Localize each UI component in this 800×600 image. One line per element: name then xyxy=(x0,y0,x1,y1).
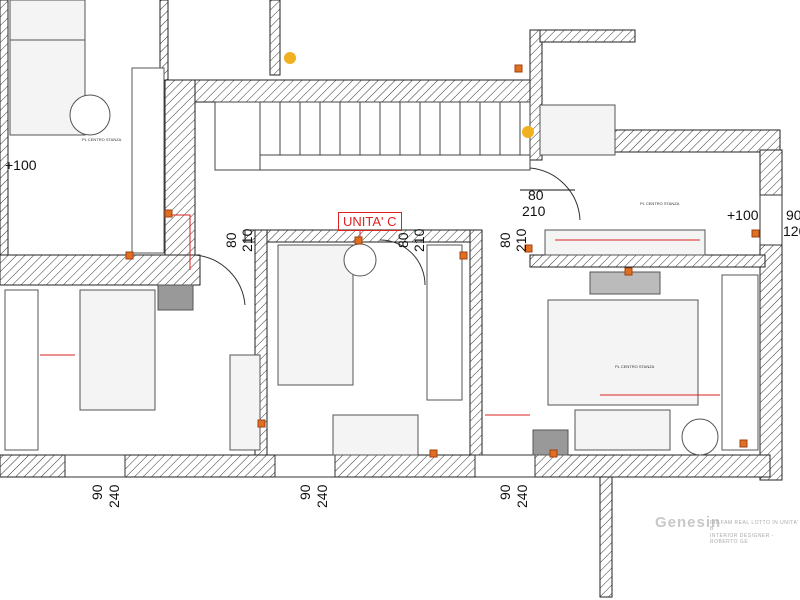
furniture xyxy=(4,0,759,456)
room-note: PL CENTRO STANZA xyxy=(640,201,680,206)
window-width: 90 xyxy=(297,484,313,500)
electrical-lines xyxy=(40,214,720,416)
title-block-line1: RIF.FAM REAL LOTTO IN UNITA' B xyxy=(710,520,799,532)
windows xyxy=(64,194,783,478)
room-note: PL CENTRO STANZA xyxy=(82,137,122,142)
bath-door-width: 80 xyxy=(528,187,544,203)
window-height: 240 xyxy=(106,484,122,508)
door-width: 80 xyxy=(497,232,513,248)
door-height: 210 xyxy=(239,228,255,252)
height-label-right: +100 xyxy=(727,207,759,223)
bath-door-height: 210 xyxy=(522,203,546,219)
door-width: 80 xyxy=(223,232,239,248)
outlets xyxy=(125,64,760,458)
doors xyxy=(194,167,581,306)
window-height: 240 xyxy=(314,484,330,508)
door-width: 80 xyxy=(395,232,411,248)
window-width: 90 xyxy=(497,484,513,500)
window-width: 90 xyxy=(89,484,105,500)
light-fixture xyxy=(284,52,296,64)
door-height: 210 xyxy=(411,228,427,252)
window-height-label: 120 xyxy=(783,223,800,239)
window-width-label: 90 xyxy=(786,207,800,223)
unit-label: UNITA' C xyxy=(338,212,402,231)
title-block-line2: INTERIOR DESIGNER - ROBERTO GE xyxy=(710,533,774,545)
room-note: PL CENTRO STANZA xyxy=(615,364,655,369)
stairs xyxy=(214,101,531,171)
light-fixture xyxy=(522,126,534,138)
window-height: 240 xyxy=(514,484,530,508)
door-height: 210 xyxy=(513,228,529,252)
company-logo: Genesin xyxy=(655,514,722,531)
height-label-left: +100 xyxy=(5,157,37,173)
